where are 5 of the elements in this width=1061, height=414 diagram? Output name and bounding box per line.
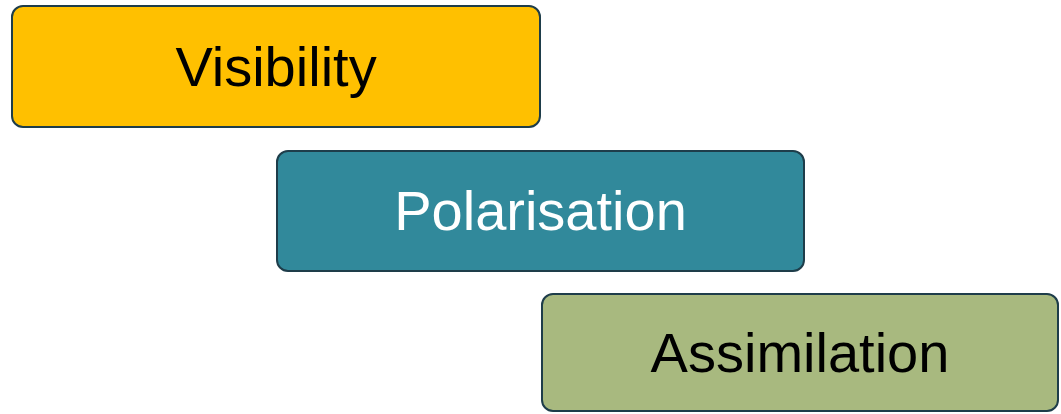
- process-box: [541, 293, 1059, 412]
- box-label: Polarisation: [394, 183, 687, 239]
- box-label: Assimilation: [650, 324, 950, 381]
- process-box: [276, 150, 805, 272]
- process-box: [11, 5, 541, 128]
